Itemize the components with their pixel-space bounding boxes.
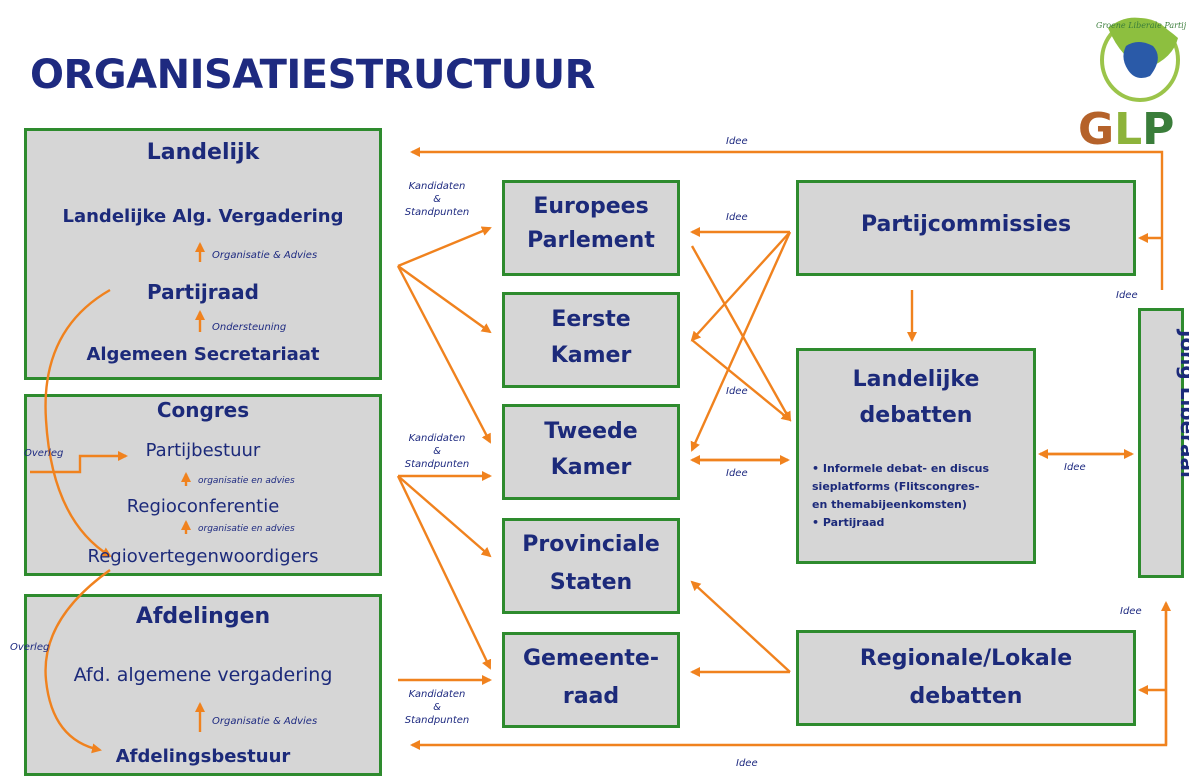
partijraad-label: Partijraad — [147, 280, 259, 304]
glp-logo: Groene Liberale Partij GLP — [1078, 8, 1187, 156]
idee-label-top: Idee — [726, 136, 748, 147]
ondersteuning-label: Ondersteuning — [212, 322, 287, 333]
kandidaten-label-1: Kandidaten&Standpunten — [404, 181, 470, 218]
org-advies-label: Organisatie & Advies — [212, 250, 318, 261]
idee-label-bottom: Idee — [736, 758, 758, 769]
europees-parlement-box — [502, 180, 680, 276]
jong-liberaal-box — [1138, 308, 1184, 578]
regiovertegenwoordigers-label: Regiovertegenwoordigers — [87, 546, 319, 567]
landelijke-debatten-box — [796, 348, 1036, 564]
congres-heading: Congres — [156, 398, 250, 422]
kandidaten-label-3: Kandidaten&Standpunten — [404, 689, 470, 726]
overleg-label: Overleg — [24, 448, 64, 459]
landelijk-heading: Landelijk — [146, 140, 260, 165]
svg-text:Groene Liberale Partij: Groene Liberale Partij — [1096, 21, 1186, 30]
gemeenteraad-box — [502, 632, 680, 728]
overleg-label-2: Overleg — [10, 642, 50, 653]
logo-text: GLP — [1078, 104, 1175, 155]
tweede-kamer-box — [502, 404, 680, 500]
idee-label-mid: Idee — [726, 386, 748, 397]
alv-label: Landelijke Alg. Vergadering — [62, 206, 344, 227]
org-advies-1-label: organisatie en advies — [198, 476, 295, 486]
landelijk-box — [24, 128, 382, 380]
partijcommissies-box — [796, 180, 1136, 276]
partijbestuur-label: Partijbestuur — [145, 440, 261, 461]
idee-label-ep: Idee — [726, 212, 748, 223]
eerste-kamer-box — [502, 292, 680, 388]
idee-label-tk: Idee — [726, 468, 748, 479]
idee-label-jl-bottom: Idee — [1120, 606, 1142, 617]
secretariaat-label: Algemeen Secretariaat — [86, 344, 320, 365]
afd-vergadering-label: Afd. algemene vergadering — [73, 664, 333, 686]
idee-label-jl-top: Idee — [1116, 290, 1138, 301]
kandidaten-label-2: Kandidaten&Standpunten — [404, 433, 470, 470]
regionale-debatten-box — [796, 630, 1136, 726]
org-advies-2-label: organisatie en advies — [198, 524, 295, 534]
page-title: ORGANISATIESTRUCTUUR — [30, 52, 595, 98]
gemeenteraad-label: Gemeente-raad — [523, 646, 659, 709]
afdelingsbestuur-label: Afdelingsbestuur — [115, 746, 291, 767]
provinciale-staten-box — [502, 518, 680, 614]
org-advies-afd-label: Organisatie & Advies — [212, 716, 318, 727]
idee-label-jl: Idee — [1064, 462, 1086, 473]
regioconferentie-label: Regioconferentie — [126, 496, 280, 517]
landelijke-debatten-bullets: • Informele debat- en discus sieplatform… — [812, 462, 990, 529]
afdelingen-heading: Afdelingen — [135, 604, 271, 629]
congres-box — [24, 394, 382, 576]
partijcommissies-label: Partijcommissies — [860, 212, 1072, 237]
logo-emblem-icon: Groene Liberale Partij — [1096, 17, 1187, 102]
jong-liberaal-label: Jong Liberaal — [1176, 330, 1189, 478]
